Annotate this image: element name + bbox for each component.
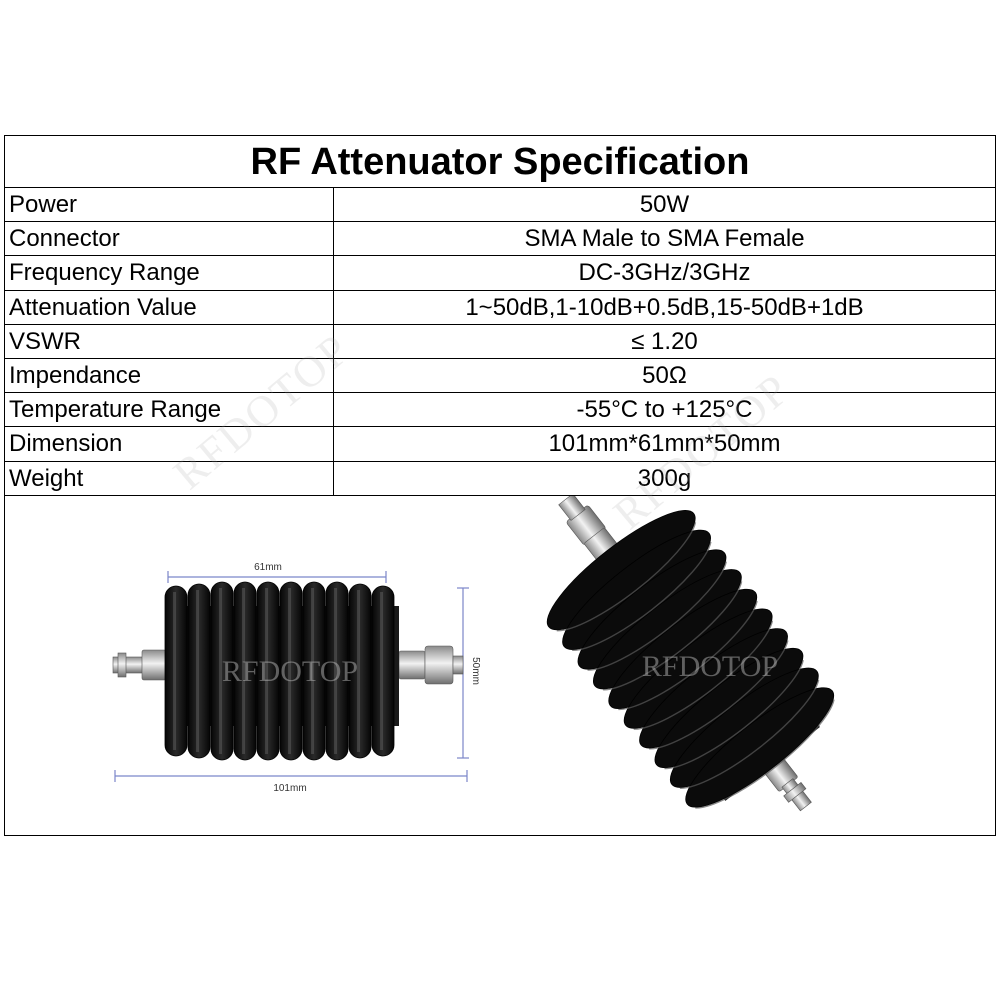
row-value: 50W — [333, 188, 995, 223]
page-title: RF Attenuator Specification — [5, 136, 995, 188]
watermark-text: RFDOTOP — [222, 655, 358, 688]
row-value: -55°C to +125°C — [333, 392, 995, 428]
angled-view-attenuator — [546, 493, 835, 812]
width-dimension-label: 61mm — [254, 562, 282, 573]
row-label: Power — [5, 188, 334, 223]
row-label: Attenuation Value — [5, 290, 334, 325]
row-value: 50Ω — [333, 358, 995, 394]
row-label: Impendance — [5, 358, 334, 394]
table-row: Temperature Range-55°C to +125°C — [5, 392, 995, 428]
height-dimension-label: 50mm — [470, 657, 481, 685]
row-label: Connector — [5, 221, 334, 257]
attenuator-illustration: 61mm 101mm 50mm — [112, 493, 835, 812]
side-view-attenuator: 61mm 101mm 50mm — [112, 562, 481, 794]
watermark-text: RFDOTOP — [642, 650, 778, 683]
row-value: 300g — [333, 461, 995, 496]
row-value: 1~50dB,1-10dB+0.5dB,15-50dB+1dB — [333, 290, 995, 325]
product-photo-area: 61mm 101mm 50mm — [5, 493, 995, 836]
row-value: ≤ 1.20 — [333, 324, 995, 359]
row-value: DC-3GHz/3GHz — [333, 255, 995, 291]
row-label: Dimension — [5, 426, 334, 462]
length-dimension-label: 101mm — [273, 783, 306, 794]
row-value: SMA Male to SMA Female — [333, 221, 995, 257]
row-label: Weight — [5, 461, 334, 496]
row-label: Temperature Range — [5, 392, 334, 428]
table-row: VSWR≤ 1.20 — [5, 324, 995, 359]
row-label: VSWR — [5, 324, 334, 359]
row-value: 101mm*61mm*50mm — [333, 426, 995, 462]
row-label: Frequency Range — [5, 255, 334, 291]
